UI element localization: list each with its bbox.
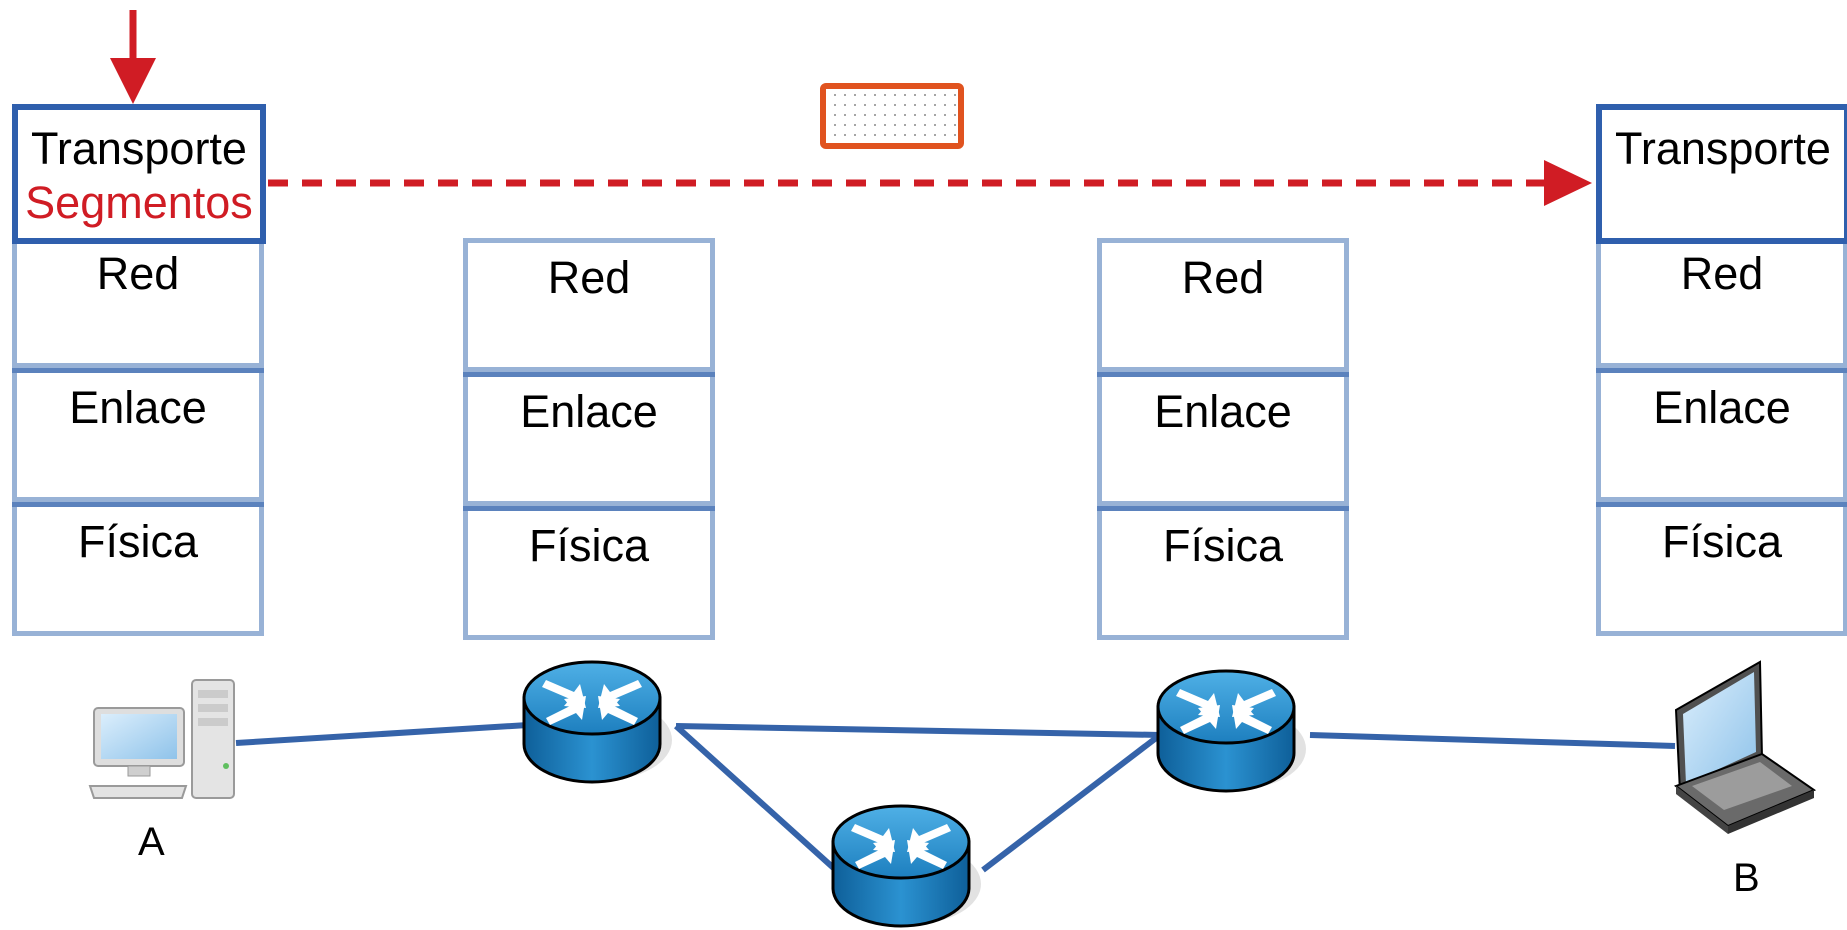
segments-label: Segmentos [25,177,253,228]
link-router1-router2 [673,723,841,875]
network-links [235,722,1676,875]
input-arrow [110,10,156,104]
layer-physical: Física [1097,506,1349,640]
packet-icon [820,83,964,149]
link-router3-b [1309,732,1676,749]
layer-physical-label: Física [528,520,649,571]
layer-divider [1596,368,1847,373]
layer-divider [463,506,715,511]
link-a-router1 [235,722,529,746]
layer-network-label: Red [1181,252,1265,303]
layer-link: Enlace [1596,368,1847,502]
link-router1-router3 [675,723,1161,738]
router-icon [1156,669,1308,793]
layer-physical-label: Física [1162,520,1283,571]
layer-divider [1097,506,1349,511]
layer-transport: Transporte Segmentos [12,104,266,244]
layer-network: Red [1097,238,1349,372]
link-router2-router3 [981,732,1162,873]
layer-link-label: Enlace [520,386,658,437]
layer-link: Enlace [12,368,264,502]
layer-link-label: Enlace [1154,386,1292,437]
layer-network-label: Red [547,252,631,303]
layer-link: Enlace [1097,372,1349,506]
desktop-computer-icon [88,679,235,799]
layer-link-label: Enlace [69,382,207,433]
host-a-label: A [138,820,165,864]
layer-physical: Física [463,506,715,640]
layer-link: Enlace [463,372,715,506]
layer-network: Red [12,234,264,368]
layer-transport-label: Transporte [1615,123,1831,174]
layer-transport: Transporte [1596,104,1847,244]
layer-transport-label: Transporte [31,123,247,174]
layer-physical-label: Física [1661,516,1782,567]
host-b-label: B [1733,856,1760,900]
segment-transfer-arrow [268,160,1592,206]
layer-physical-label: Física [77,516,198,567]
layer-network: Red [1596,234,1847,368]
layer-divider [1097,372,1349,377]
layer-network: Red [463,238,715,372]
layer-divider [463,372,715,377]
layer-network-label: Red [1680,248,1764,299]
layer-physical: Física [1596,502,1847,636]
layer-link-label: Enlace [1653,382,1791,433]
layer-divider [12,502,264,507]
layer-physical: Física [12,502,264,636]
layer-divider [12,368,264,373]
layer-network-label: Red [96,248,180,299]
layer-divider [1596,502,1847,507]
router-icon [831,804,983,928]
laptop-icon [1673,660,1817,834]
router-icon [522,660,674,784]
